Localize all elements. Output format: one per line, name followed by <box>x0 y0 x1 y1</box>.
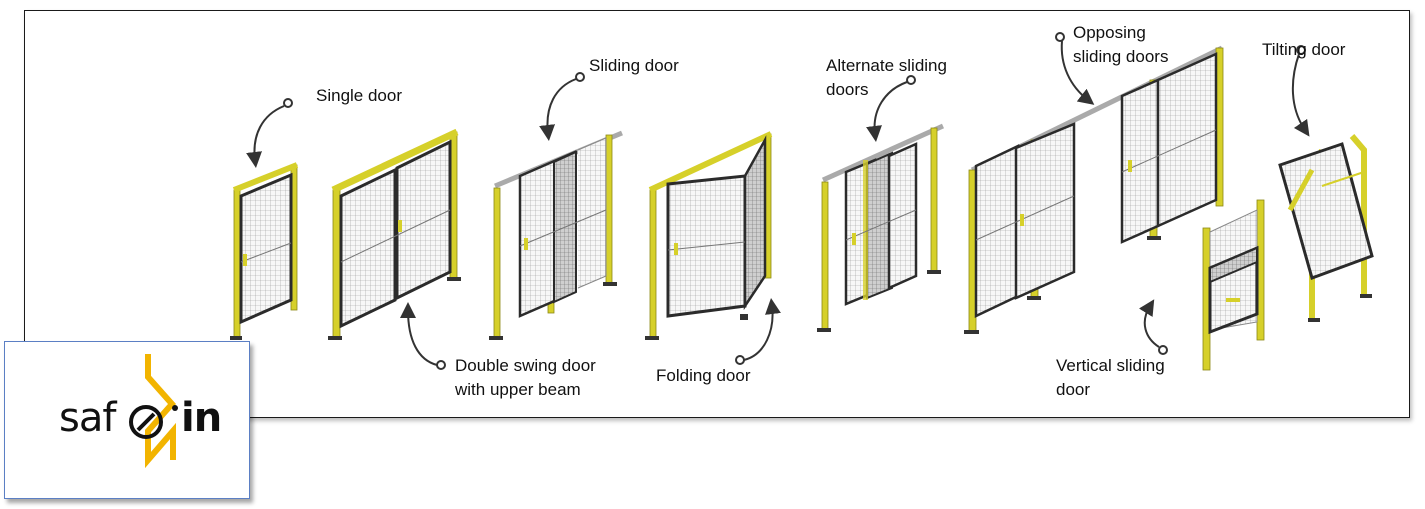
label-alternate-line1: Alternate sliding <box>826 56 947 75</box>
logo-arrow-icon <box>129 354 178 469</box>
vertical-sliding-door-illustration <box>1202 199 1265 371</box>
single-door-illustration <box>230 162 299 340</box>
label-folding-door: Folding door <box>656 366 751 385</box>
label-opposing-sliding-doors: Opposing sliding doors <box>1073 21 1168 69</box>
pointer-arrows <box>246 32 1310 370</box>
folding-door-illustration <box>645 131 773 340</box>
label-vertical-sliding-door: Vertical sliding door <box>1056 354 1165 402</box>
opposing-sliding-doors-illustration <box>964 45 1224 334</box>
alternate-sliding-doors-illustration <box>817 123 945 332</box>
label-sliding-door: Sliding door <box>589 56 679 75</box>
label-vertical-line1: Vertical sliding <box>1056 356 1165 375</box>
label-vertical-line2: door <box>1056 380 1091 399</box>
logo-text-left: saf <box>59 395 116 441</box>
safein-logo: saf in <box>4 341 250 499</box>
double-swing-door-illustration <box>328 128 461 340</box>
label-opposing-line2: sliding doors <box>1073 47 1169 66</box>
label-single-door: Single door <box>316 86 403 105</box>
label-double-swing-door: Double swing door with upper beam <box>455 354 596 402</box>
logo-text-right: in <box>181 395 222 441</box>
sliding-door-illustration <box>489 130 623 340</box>
label-tilting-door: Tilting door <box>1262 40 1346 59</box>
label-double-swing-line2: with upper beam <box>455 380 581 399</box>
tilting-door-illustration <box>1278 134 1374 322</box>
label-alternate-sliding-doors: Alternate sliding doors <box>826 54 947 102</box>
label-opposing-line1: Opposing <box>1073 23 1146 42</box>
label-double-swing-line1: Double swing door <box>455 356 596 375</box>
label-alternate-line2: doors <box>826 80 869 99</box>
